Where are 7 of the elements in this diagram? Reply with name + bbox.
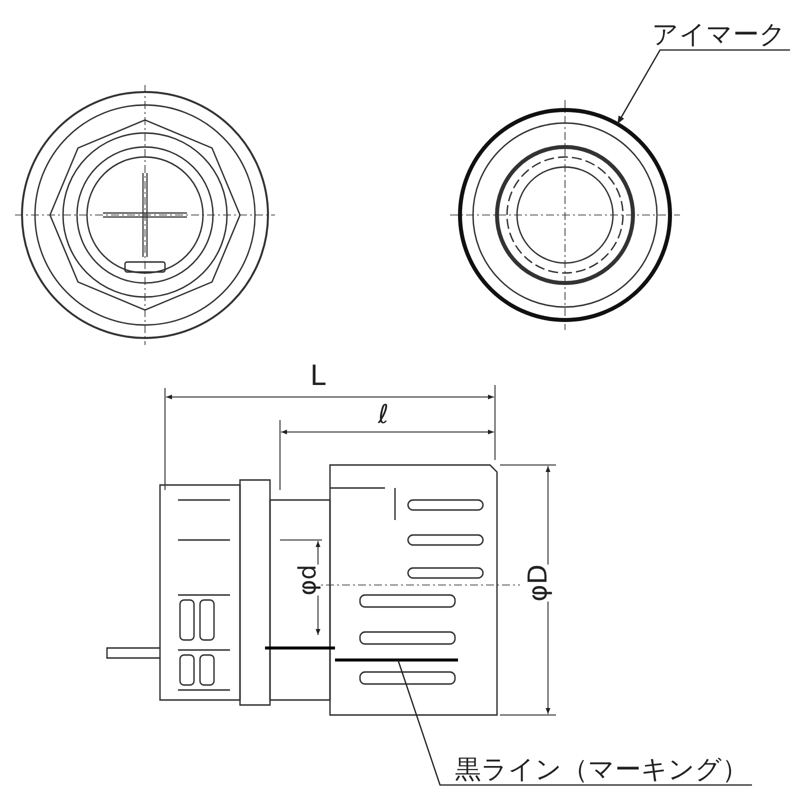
callout-label: 黒ライン（マーキング） <box>455 757 748 783</box>
callout-label: アイマーク <box>652 22 786 48</box>
dimension-label: φD <box>526 564 552 602</box>
leader-line <box>616 49 790 124</box>
leader-line <box>397 660 752 786</box>
marking-line <box>264 646 460 662</box>
dimension-label: φd <box>296 564 320 596</box>
